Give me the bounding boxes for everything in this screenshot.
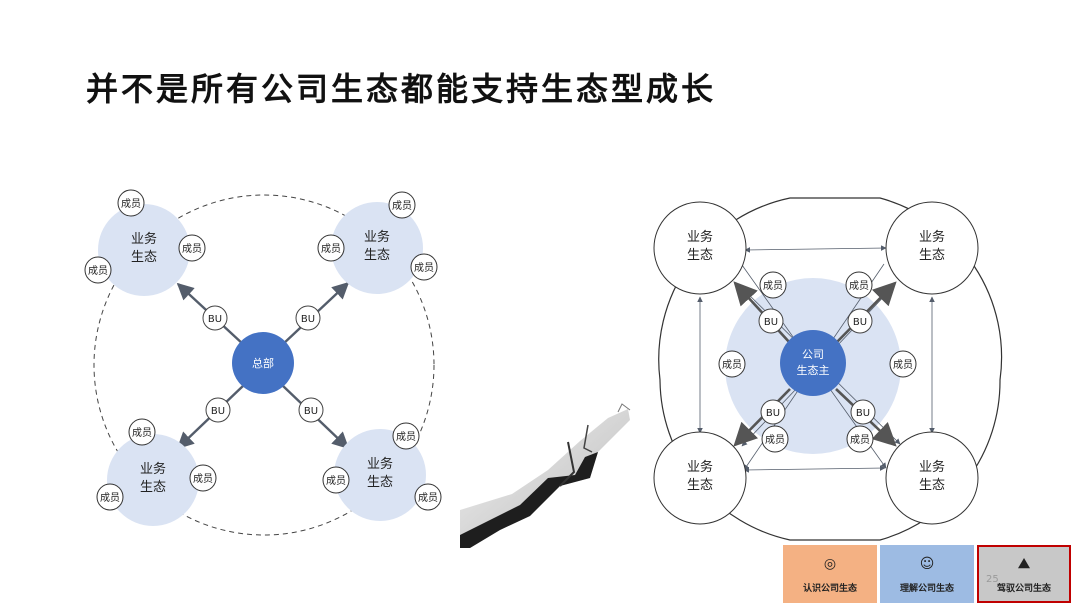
right-boundary-loop bbox=[658, 197, 1003, 541]
bu-label: BU bbox=[208, 314, 222, 325]
left-hub: 总部 bbox=[232, 332, 294, 394]
ecosystem-label-line1: 业务 bbox=[919, 459, 945, 475]
member-label: 成员 bbox=[100, 492, 120, 504]
bu-label: BU bbox=[211, 406, 225, 417]
ecosystem-label-line2: 生态 bbox=[367, 475, 393, 490]
left-ecosystem-ne: 业务 生态 bbox=[331, 202, 423, 294]
page-title: 并不是所有公司生态都能支持生态型成长 bbox=[86, 70, 717, 108]
hub-label-line1: 公司 bbox=[802, 348, 824, 361]
member-label: 成员 bbox=[392, 200, 412, 212]
member-label: 成员 bbox=[121, 198, 141, 210]
bu-label: BU bbox=[764, 317, 778, 328]
bu-label: BU bbox=[766, 408, 780, 419]
member-label: 成员 bbox=[414, 262, 434, 274]
member-label: 成员 bbox=[321, 243, 341, 255]
right-diagram: 业务 生态 业务 生态 业务 生态 业务 生态 公司 生态主 BU BU bbox=[653, 197, 1003, 541]
member-label: 成员 bbox=[765, 434, 785, 446]
nav-tile-recognize[interactable]: ◎ 认识公司生态 bbox=[783, 545, 877, 603]
nav-tile-label: 驾驭公司生态 bbox=[996, 583, 1051, 594]
nav-tile-label: 认识公司生态 bbox=[802, 583, 857, 594]
right-ecosystem-se: 业务 生态 bbox=[885, 431, 979, 525]
left-diagram: 业务 生态 业务 生态 业务 生态 业务 生态 总部 BU BU bbox=[84, 189, 442, 536]
page-number: 25 bbox=[986, 574, 999, 585]
member-label: 成员 bbox=[418, 492, 438, 504]
left-bu-badges: BU BU BU BU bbox=[202, 305, 324, 423]
ecosystem-label-line1: 业务 bbox=[919, 229, 945, 245]
ecosystem-label-line2: 生态 bbox=[919, 478, 945, 493]
climb-icon: ⛰ bbox=[1018, 555, 1030, 572]
right-ecosystem-nw: 业务 生态 bbox=[653, 201, 747, 295]
left-boundary-circle bbox=[93, 194, 435, 536]
ecosystem-label-line2: 生态 bbox=[131, 250, 157, 265]
crack-graphic bbox=[460, 403, 631, 548]
ecosystem-label-line1: 业务 bbox=[364, 229, 390, 245]
hub-label: 总部 bbox=[252, 356, 274, 370]
ecosystem-label-line1: 业务 bbox=[687, 229, 713, 245]
member-label: 成员 bbox=[326, 475, 346, 487]
member-label: 成员 bbox=[763, 280, 783, 292]
nav-tile-master[interactable]: ⛰ 驾驭公司生态 bbox=[977, 545, 1071, 603]
head-icon: ☺ bbox=[919, 555, 935, 572]
bu-label: BU bbox=[301, 314, 315, 325]
ecosystem-label-line1: 业务 bbox=[367, 456, 393, 472]
ecosystem-label-line1: 业务 bbox=[687, 459, 713, 475]
bu-label: BU bbox=[853, 317, 867, 328]
ecosystem-label-line2: 生态 bbox=[364, 248, 390, 263]
eye-icon: ◎ bbox=[823, 555, 837, 572]
nav-tile-understand[interactable]: ☺ 理解公司生态 bbox=[880, 545, 974, 603]
ecosystem-label-line2: 生态 bbox=[919, 248, 945, 263]
ecosystem-label-line1: 业务 bbox=[140, 461, 166, 477]
right-ecosystem-ne: 业务 生态 bbox=[885, 201, 979, 295]
member-label: 成员 bbox=[182, 243, 202, 255]
member-label: 成员 bbox=[88, 265, 108, 277]
ecosystem-label-line2: 生态 bbox=[687, 478, 713, 493]
member-label: 成员 bbox=[132, 427, 152, 439]
left-ecosystem-sw: 业务 生态 bbox=[107, 434, 199, 526]
left-ecosystem-se: 业务 生态 bbox=[334, 429, 426, 521]
member-label: 成员 bbox=[850, 434, 870, 446]
right-bu-badges: BU BU BU BU bbox=[758, 308, 876, 425]
member-label: 成员 bbox=[193, 473, 213, 485]
ecosystem-label-line2: 生态 bbox=[687, 248, 713, 263]
hub-label-line2: 生态主 bbox=[797, 363, 830, 377]
bu-label: BU bbox=[304, 406, 318, 417]
bu-label: BU bbox=[856, 408, 870, 419]
right-member-badges: 成员 成员 成员 成员 成员 成员 bbox=[718, 271, 917, 453]
ecosystem-label-line2: 生态 bbox=[140, 480, 166, 495]
member-label: 成员 bbox=[893, 359, 913, 371]
member-label: 成员 bbox=[722, 359, 742, 371]
member-label: 成员 bbox=[396, 431, 416, 443]
right-hub: 公司 生态主 bbox=[780, 330, 846, 396]
left-member-badges: 成员 成员 成员 成员 成员 成员 成员 成员 成员 成员 成员 成员 bbox=[84, 189, 442, 511]
left-ecosystem-nw: 业务 生态 bbox=[98, 204, 190, 296]
member-label: 成员 bbox=[849, 280, 869, 292]
right-ecosystem-sw: 业务 生态 bbox=[653, 431, 747, 525]
ecosystem-label-line1: 业务 bbox=[131, 231, 157, 247]
nav-tile-label: 理解公司生态 bbox=[899, 583, 954, 594]
